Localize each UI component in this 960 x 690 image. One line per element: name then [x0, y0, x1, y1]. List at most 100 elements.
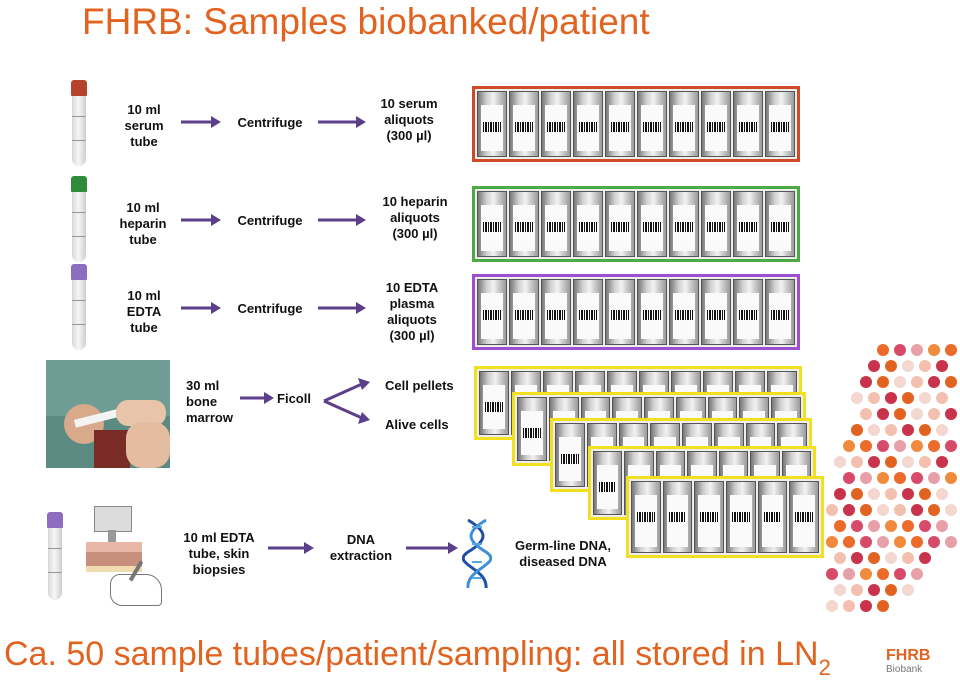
- decorative-dot: [868, 392, 880, 404]
- edta-aliquot-grid: [472, 274, 800, 350]
- vial: [637, 191, 667, 257]
- decorative-dot: [928, 472, 940, 484]
- vial: [555, 423, 585, 487]
- arrow-icon: [318, 214, 366, 226]
- logo-name: FHRB: [886, 647, 931, 664]
- fhrb-logo: FHRB Biobank: [886, 648, 948, 676]
- dna-process-label: DNA extraction: [329, 532, 393, 563]
- marrow-process-label: Ficoll: [277, 391, 311, 406]
- decorative-dot: [877, 568, 889, 580]
- decorative-dot: [902, 488, 914, 500]
- decorative-dot: [936, 360, 948, 372]
- decorative-dot: [936, 488, 948, 500]
- vial: [669, 191, 699, 257]
- decorative-dot: [894, 408, 906, 420]
- vial: [509, 279, 539, 345]
- decorative-dot: [860, 568, 872, 580]
- decorative-dot: [877, 408, 889, 420]
- vial: [765, 279, 795, 345]
- decorative-dot: [885, 552, 897, 564]
- decorative-dot: [843, 472, 855, 484]
- decorative-dot: [868, 360, 880, 372]
- vial: [509, 91, 539, 157]
- decorative-dot: [885, 392, 897, 404]
- decorative-dot: [877, 536, 889, 548]
- decorative-dot: [851, 392, 863, 404]
- decorative-dot: [902, 552, 914, 564]
- arrow-icon: [181, 214, 221, 226]
- heparin-tube-image: [71, 176, 87, 262]
- vial: [517, 397, 547, 461]
- decorative-dot: [902, 456, 914, 468]
- vial: [701, 191, 731, 257]
- arrow-icon: [181, 116, 221, 128]
- vial: [765, 191, 795, 257]
- decorative-dot: [868, 584, 880, 596]
- vial: [757, 481, 788, 553]
- decorative-dot: [919, 520, 931, 532]
- decorative-dot: [911, 440, 923, 452]
- skin-biopsy-illustration: [82, 500, 168, 606]
- decorative-dot: [843, 568, 855, 580]
- decorative-dot: [919, 360, 931, 372]
- decorative-dot: [945, 536, 957, 548]
- decorative-dot: [928, 344, 940, 356]
- decorative-dot: [877, 600, 889, 612]
- edta-result-label: 10 EDTA plasma aliquots (300 µl): [385, 280, 439, 343]
- decorative-dot: [834, 584, 846, 596]
- decorative-dot: [860, 472, 872, 484]
- marrow-source-label: 30 ml bone marrow: [186, 378, 233, 425]
- marrow-aliquot-grid: [626, 476, 824, 558]
- decorative-dot: [851, 488, 863, 500]
- decorative-dot: [919, 424, 931, 436]
- edta-skin-tube-image: [47, 512, 63, 600]
- decorative-dot: [843, 600, 855, 612]
- decorative-dot: [868, 456, 880, 468]
- decorative-dot: [894, 344, 906, 356]
- decorative-dot: [868, 488, 880, 500]
- vial: [605, 191, 635, 257]
- decorative-dot: [894, 376, 906, 388]
- decorative-dot: [860, 600, 872, 612]
- vial: [637, 279, 667, 345]
- decorative-dot: [919, 552, 931, 564]
- footer-subscript: 2: [818, 655, 831, 680]
- decorative-dot: [894, 536, 906, 548]
- decorative-dot: [860, 536, 872, 548]
- decorative-dot: [851, 520, 863, 532]
- decorative-dot: [945, 376, 957, 388]
- decorative-dot: [936, 456, 948, 468]
- decorative-dot: [919, 488, 931, 500]
- vial: [694, 481, 725, 553]
- decorative-dot: [911, 536, 923, 548]
- vial: [733, 191, 763, 257]
- decorative-dot: [860, 504, 872, 516]
- decorative-dot: [894, 504, 906, 516]
- decorative-dot: [843, 440, 855, 452]
- decorative-dot: [885, 584, 897, 596]
- decorative-dot: [902, 424, 914, 436]
- arrow-icon: [181, 302, 221, 314]
- decorative-dot: [945, 440, 957, 452]
- decorative-dot-pattern: [826, 344, 960, 618]
- vial: [541, 91, 571, 157]
- decorative-dot: [868, 552, 880, 564]
- serum-process-label: Centrifuge: [237, 115, 303, 130]
- dna-helix-icon: [462, 518, 492, 589]
- decorative-dot: [928, 440, 940, 452]
- decorative-dot: [826, 568, 838, 580]
- vial: [477, 91, 507, 157]
- serum-tube-image: [71, 80, 87, 166]
- bone-marrow-photo: [46, 360, 170, 468]
- decorative-dot: [834, 488, 846, 500]
- decorative-dot: [928, 504, 940, 516]
- decorative-dot: [928, 376, 940, 388]
- decorative-dot: [826, 504, 838, 516]
- footer-text: Ca. 50 sample tubes/patient/sampling: al…: [4, 635, 819, 673]
- decorative-dot: [936, 424, 948, 436]
- decorative-dot: [834, 552, 846, 564]
- vial: [479, 371, 509, 435]
- decorative-dot: [894, 472, 906, 484]
- decorative-dot: [860, 408, 872, 420]
- vial: [765, 91, 795, 157]
